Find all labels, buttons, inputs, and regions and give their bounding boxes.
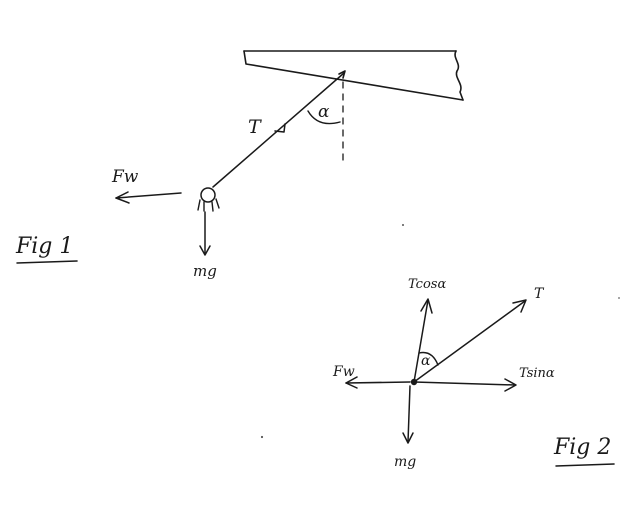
weight-label-fig2: mg [394,454,416,470]
hanging-object [197,187,220,212]
weight-label-fig1: mg [193,262,217,280]
angle-label-fig2: α [421,353,431,369]
wind-force-arrow-fig2 [345,381,411,384]
wind-force-arrow-head-fig2 [345,376,358,389]
vertical-component-label: Tcosα [408,277,446,292]
fig1-caption: Fig 1 [15,234,73,259]
string-line [212,72,345,188]
figure-1: T α Fw mg Fig 1 [15,50,464,280]
horizontal-component-vector [413,381,516,386]
weight-arrow-head-fig1 [199,245,211,256]
weight-arrow-head-fig2 [402,432,414,444]
wind-force-label-fig1: Fw [111,167,139,187]
tension-vector-fig2 [413,300,526,383]
weight-arrow-fig2 [407,385,411,443]
figure-2: T Tcosα Tsinα α Fw mg Fig 2 [332,277,615,470]
angle-arc-fig2 [418,351,439,366]
wind-force-label-fig2: Fw [332,364,355,380]
tension-label-fig1: T [248,116,262,138]
angle-arc-fig1 [307,110,341,125]
stray-pen-marks [260,224,620,439]
horizontal-component-head [504,378,517,392]
wind-force-arrow-head-fig1 [115,191,130,204]
vertical-component-head [420,298,433,314]
tension-label-fig2: T [534,286,545,302]
ceiling-support [243,50,464,101]
angle-label-fig1: α [318,102,330,122]
tension-arrow-head [274,123,286,133]
horizontal-component-label: Tsinα [519,366,555,381]
fig2-caption-underline [555,463,615,467]
fig1-caption-underline [16,260,78,264]
wind-force-arrow-fig1 [115,192,182,199]
ceiling-break-line [454,50,464,101]
string-end-arrow [338,70,346,79]
vertical-component-vector [413,299,429,383]
tension-vector-head-fig2 [512,299,527,313]
fig2-caption: Fig 2 [553,435,611,460]
ceiling-bottom-edge [243,50,464,101]
